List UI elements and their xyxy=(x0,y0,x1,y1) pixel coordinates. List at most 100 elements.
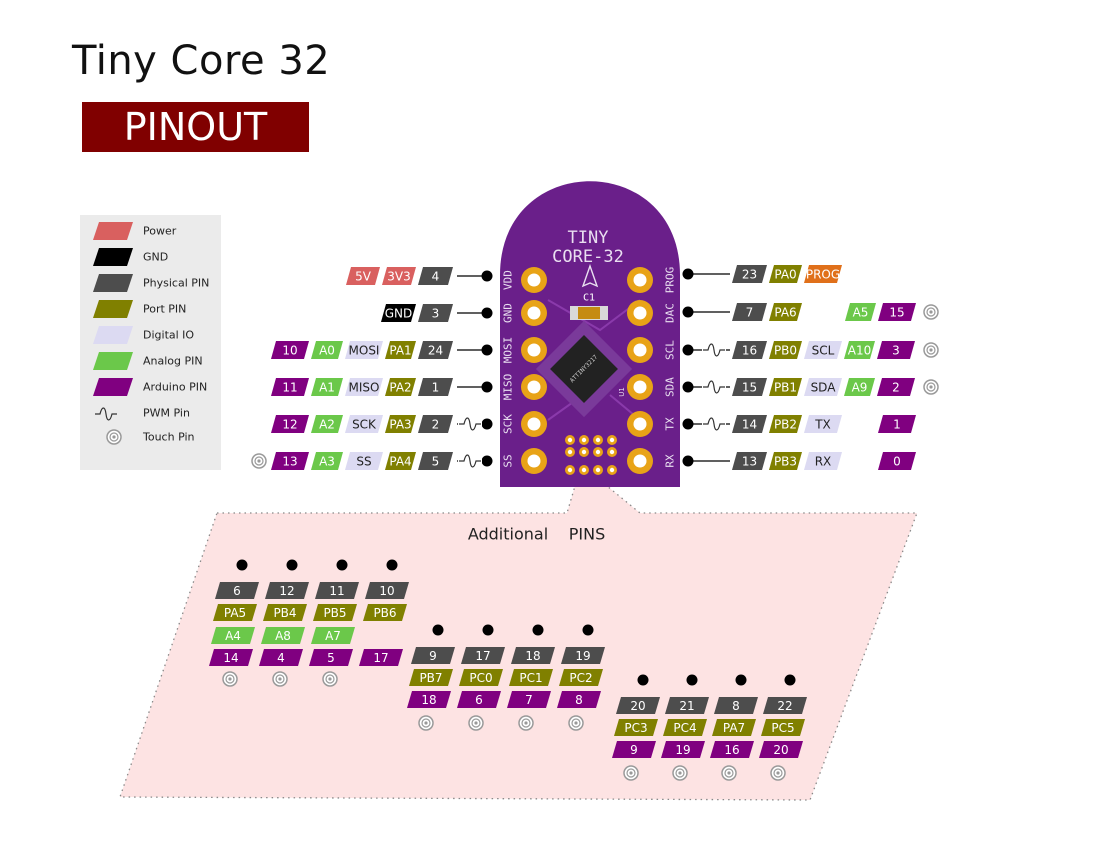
touch-icon xyxy=(222,671,238,687)
pin-label-analog: A1 xyxy=(311,378,343,396)
touch-icon xyxy=(518,715,534,731)
label-shape xyxy=(309,649,353,666)
label-text: A0 xyxy=(319,344,335,358)
label-shape xyxy=(714,697,758,714)
small-pad-hole xyxy=(567,449,573,455)
label-text: PB7 xyxy=(419,671,442,685)
label-shape xyxy=(311,378,343,396)
label-text: PA0 xyxy=(774,268,796,282)
label-text: PA5 xyxy=(224,606,246,620)
label-shape xyxy=(769,378,802,396)
pin-dot xyxy=(432,624,444,636)
label-text: 3V3 xyxy=(387,270,410,284)
pin-label-physical: 14 xyxy=(732,415,767,433)
label-text: 3 xyxy=(892,344,900,358)
label-shape xyxy=(209,649,253,666)
label-text: 16 xyxy=(742,344,757,358)
pin-label-physical: 22 xyxy=(763,697,807,714)
label-shape xyxy=(561,647,605,664)
touch-ring-inner xyxy=(421,718,431,728)
label-text: 19 xyxy=(575,649,590,663)
touch-ring-inner xyxy=(521,718,531,728)
pin-label-digital: SDA xyxy=(804,378,842,396)
label-shape xyxy=(507,691,551,708)
touch-icon xyxy=(106,429,122,445)
touch-dot xyxy=(278,677,282,681)
label-shape xyxy=(804,452,842,470)
pin-label-physical: 20 xyxy=(616,697,660,714)
pin-label-analog: A5 xyxy=(845,303,876,321)
pin-label-arduino: 10 xyxy=(271,341,309,359)
pin-label-port: PA5 xyxy=(213,604,257,621)
legend-label: GND xyxy=(143,251,168,264)
label-text: 9 xyxy=(630,743,638,757)
touch-icon xyxy=(770,765,786,781)
pin-dot xyxy=(582,624,594,636)
label-shape xyxy=(769,452,802,470)
label-text: PA3 xyxy=(389,418,411,432)
pin-label-port: PA0 xyxy=(769,265,802,283)
label-shape xyxy=(732,303,767,321)
pin-label-physical: 21 xyxy=(665,697,709,714)
label-shape xyxy=(710,741,754,758)
legend-label: Physical PIN xyxy=(143,277,209,290)
pin-dot xyxy=(686,674,698,686)
label-text: 14 xyxy=(223,651,238,665)
pin-label-port: PB5 xyxy=(313,604,357,621)
pin-label-arduino: 12 xyxy=(271,415,309,433)
board-logo-icon xyxy=(581,263,599,288)
label-text: A2 xyxy=(319,418,335,432)
label-text: 5 xyxy=(327,651,335,665)
label-shape xyxy=(761,719,805,736)
header-pad-hole xyxy=(633,306,647,320)
label-text: A4 xyxy=(225,629,241,643)
pinout-banner: PINOUT xyxy=(82,102,309,152)
label-text: SS xyxy=(356,455,371,469)
cap-label: C1 xyxy=(583,293,595,304)
label-text: 17 xyxy=(373,651,388,665)
legend-label: Digital IO xyxy=(143,329,194,342)
silk-label-right: TX xyxy=(664,417,677,431)
label-text: PC2 xyxy=(569,671,592,685)
label-text: 20 xyxy=(773,743,788,757)
pin-label-analog: A10 xyxy=(844,341,875,359)
board-name: CORE-32 xyxy=(552,247,624,267)
pin-label-port: PC2 xyxy=(559,669,603,686)
pin-dot xyxy=(286,559,298,571)
label-text: PB0 xyxy=(774,344,797,358)
label-text: 18 xyxy=(421,693,436,707)
label-text: PA7 xyxy=(723,721,745,735)
pin-label-port: PB1 xyxy=(769,378,802,396)
touch-dot xyxy=(929,385,933,389)
label-text: PB2 xyxy=(774,418,797,432)
pin-label-port: PA4 xyxy=(385,452,416,470)
pin-dot xyxy=(336,559,348,571)
silk-label-right: RX xyxy=(664,454,677,468)
label-text: 1 xyxy=(432,381,440,395)
touch-dot xyxy=(929,348,933,352)
legend-swatch xyxy=(93,248,133,266)
pin-label-port: PA3 xyxy=(385,415,416,433)
label-text: PA2 xyxy=(389,381,411,395)
label-text: A7 xyxy=(325,629,341,643)
pin-dot xyxy=(482,624,494,636)
label-text: 2 xyxy=(892,381,900,395)
silk-label-right: SCL xyxy=(664,340,677,360)
label-shape xyxy=(804,378,842,396)
silk-label-right: DAC xyxy=(664,303,677,323)
pin-label-physical: 19 xyxy=(561,647,605,664)
label-shape xyxy=(877,341,915,359)
silk-label-left: GND xyxy=(502,303,515,323)
label-shape xyxy=(346,267,380,285)
label-text: 7 xyxy=(525,693,533,707)
pin-label-physical: 7 xyxy=(732,303,767,321)
touch-dot xyxy=(112,435,116,439)
pin-dot xyxy=(784,674,796,686)
